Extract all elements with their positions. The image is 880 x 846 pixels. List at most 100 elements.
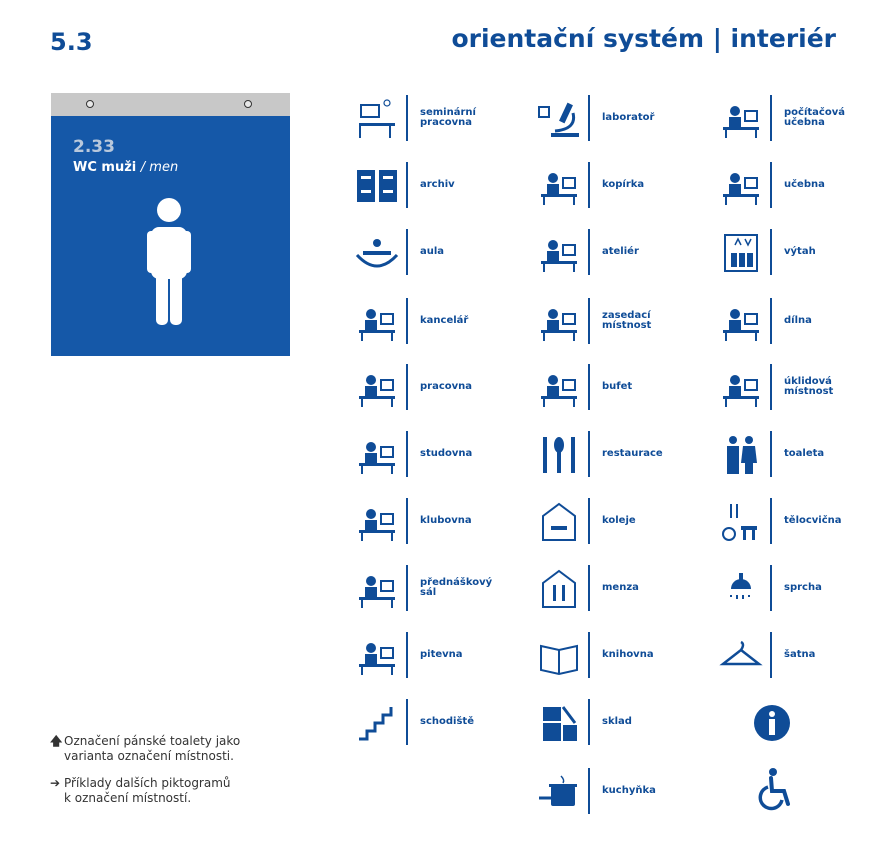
pictogram-divider [406,699,408,745]
storage-icon [543,706,577,741]
pictogram-divider [588,229,590,275]
pictogram-label: tělocvična [784,515,842,526]
pictogram-label: dílna [784,315,812,326]
pictogram-label: úklidová místnost [784,376,834,397]
pictogram-divider [588,298,590,344]
clubroom-icon [359,509,395,541]
pictogram-divider [770,565,772,611]
easel-icon [541,240,577,272]
pictogram-divider [588,699,590,745]
classroom-icon [723,173,759,205]
screw-hole [86,100,94,108]
book-icon [540,644,578,676]
pictogram-divider [406,364,408,410]
pictogram-label: menza [602,582,639,593]
pictogram-label: učebna [784,179,825,190]
office-icon [359,309,395,341]
pictogram-divider [588,565,590,611]
cutlery-icon [543,437,575,473]
stairs-icon [359,707,393,741]
wheelchair-icon [758,768,790,811]
screw-hole [244,100,252,108]
pictogram-label: kopírka [602,179,645,190]
pictogram-divider [588,498,590,544]
pictogram-divider [770,162,772,208]
seminar-room-icon [359,99,395,138]
information-icon [754,705,790,741]
pictogram-label: toaleta [784,448,825,459]
dissection-room-icon [359,643,395,675]
note-examples: ➔ Příklady dalších piktogramů k označení… [50,776,240,806]
pictogram-label: laboratoř [602,112,655,123]
pictogram-label: aula [420,246,445,257]
man-figure-icon [147,198,191,325]
section-title: orientační systém | interiér [451,24,836,53]
section-number: 5.3 [50,28,93,56]
pictogram-label: zasedací místnost [602,310,652,331]
pictogram-divider [770,364,772,410]
shower-icon [730,573,751,599]
pictogram-divider [588,162,590,208]
pictogram-label: sprcha [784,582,822,593]
pictogram-divider [406,298,408,344]
microscope-icon [538,102,579,137]
archive-icon [357,170,397,202]
pictogram-label: restaurace [602,448,663,459]
study-room-icon [359,375,395,407]
pictogram-label: šatna [784,649,816,660]
pictogram-label: knihovna [602,649,654,660]
arrow-up-icon: 🡅 [50,734,63,748]
pictogram-divider [770,431,772,477]
pictogram-label: přednáškový sál [420,577,493,598]
gym-icon [722,504,757,541]
lecture-hall-icon [359,576,395,608]
snack-bar-icon [541,375,577,407]
sign-mounting-bar [51,93,290,116]
pictogram-label: sklad [602,716,632,727]
pictogram-divider [588,431,590,477]
pictogram-label: seminární pracovna [420,107,476,128]
canteen-icon [542,569,576,608]
pictogram-divider [406,565,408,611]
pictogram-divider [406,498,408,544]
pictogram-divider [588,632,590,678]
toilet-icon [727,436,757,474]
pictogram-label: bufet [602,381,633,392]
note-text: Označení pánské toalety jako varianta oz… [64,734,241,763]
pictogram-divider [406,95,408,141]
meeting-room-icon [541,309,577,341]
pictogram-label: studovna [420,448,473,459]
reading-room-icon [359,442,395,474]
cleaning-room-icon [723,375,759,407]
pictogram-label: ateliér [602,246,639,257]
note-text: Příklady dalších piktogramů k označení m… [64,776,231,805]
cloakroom-icon [719,640,763,666]
auditorium-icon [355,239,399,268]
pictogram-label: koleje [602,515,636,526]
pictogram-divider [770,498,772,544]
door-sign: 2.33 WC muži / men [51,93,290,356]
pictogram-label: kancelář [420,315,469,326]
dormitory-icon [542,502,576,541]
arrow-right-icon: ➔ [50,776,61,790]
pictogram-divider [406,632,408,678]
pictogram-divider [406,162,408,208]
pictogram-divider [770,298,772,344]
pictogram-label: výtah [784,246,816,257]
copier-icon [541,173,577,205]
pictogram-label: pracovna [420,381,473,392]
pictogram-divider [588,768,590,814]
pictogram-divider [406,431,408,477]
pictogram-divider [770,229,772,275]
kitchen-icon [539,775,577,806]
computer-lab-icon [723,106,759,138]
pictogram-divider [588,364,590,410]
elevator-icon [724,234,758,272]
pictogram-label: schodiště [420,716,474,727]
room-number: 2.33 [73,137,115,157]
pictogram-divider [406,229,408,275]
pictogram-label: pitevna [420,649,463,660]
pictogram-label: kuchyňka [602,785,656,796]
notes: 🡅 Označení pánské toalety jako varianta … [50,734,240,818]
note-variant: 🡅 Označení pánské toalety jako varianta … [50,734,240,764]
